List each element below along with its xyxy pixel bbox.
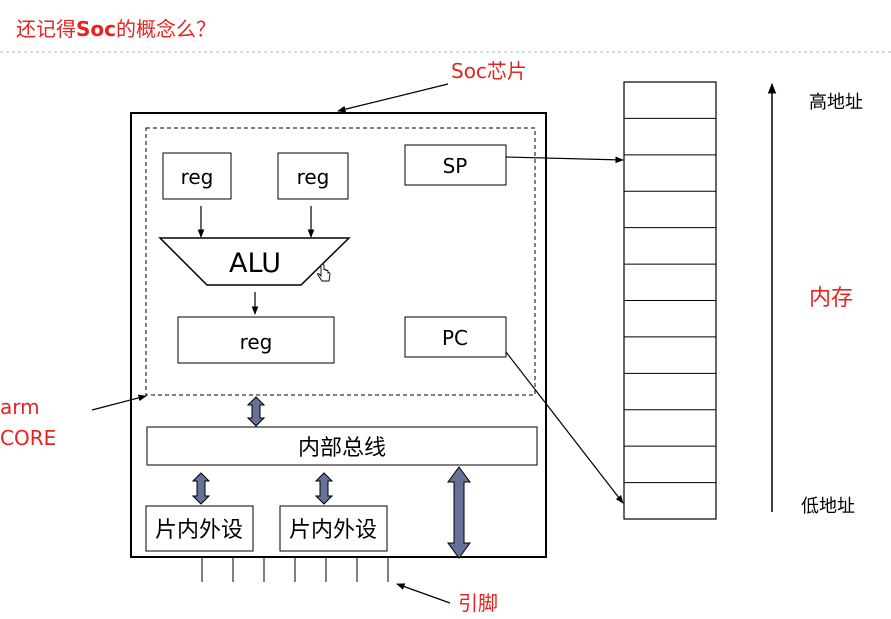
bus-pins-double-arrow	[447, 466, 471, 559]
title-suffix: 的概念么？	[116, 17, 216, 41]
pc-register-label: PC	[442, 326, 468, 350]
high-address-label: 高地址	[809, 92, 863, 113]
peripheral-left-label: 片内外设	[155, 518, 243, 543]
peripheral-right-label: 片内外设	[289, 518, 377, 543]
soc-chip-box	[130, 112, 547, 558]
alu-label: ALU	[229, 248, 281, 279]
reg-right-box	[277, 152, 349, 200]
hand-pointer-icon	[317, 263, 331, 282]
memory-cells	[624, 117, 716, 484]
sp-register-box	[404, 144, 507, 186]
page-title: 还记得Soc的概念么？	[16, 17, 216, 41]
soc-chip-pointer	[337, 83, 449, 113]
core-bus-double-arrow	[246, 396, 266, 427]
sp-register-label: SP	[443, 154, 468, 178]
reg-left-label: reg	[181, 165, 214, 189]
reg-out-label: reg	[240, 330, 273, 354]
arm-core-pointer	[91, 394, 147, 411]
soc-chip-label: Soc芯片	[451, 59, 527, 83]
memory-block	[623, 81, 717, 520]
pins-pointer	[396, 583, 451, 604]
arm-core-label-line2: CORE	[0, 426, 56, 450]
internal-bus-box	[146, 426, 538, 466]
pc-register-box	[404, 316, 507, 358]
title-bold: Soc	[76, 17, 116, 41]
peripheral-left-box	[145, 505, 254, 552]
chip-pins	[201, 557, 389, 582]
bus-peripheral-right-double-arrow	[314, 472, 334, 505]
pins-label: 引脚	[458, 591, 498, 615]
alu-shape	[158, 237, 351, 286]
reg-left-box	[162, 152, 232, 200]
internal-bus-label: 内部总线	[298, 436, 386, 461]
bus-peripheral-left-double-arrow	[191, 472, 211, 505]
memory-label: 内存	[809, 286, 853, 311]
sp-to-memory-arrow	[505, 156, 624, 164]
reg-out-box	[177, 316, 335, 364]
low-address-label: 低地址	[801, 496, 855, 517]
arm-core-label-line1: arm	[0, 395, 40, 419]
peripheral-right-box	[279, 505, 388, 552]
arm-core-region	[145, 127, 536, 396]
title-prefix: 还记得	[16, 17, 76, 41]
pc-to-memory-arrow	[505, 351, 624, 504]
reg-right-label: reg	[297, 165, 330, 189]
